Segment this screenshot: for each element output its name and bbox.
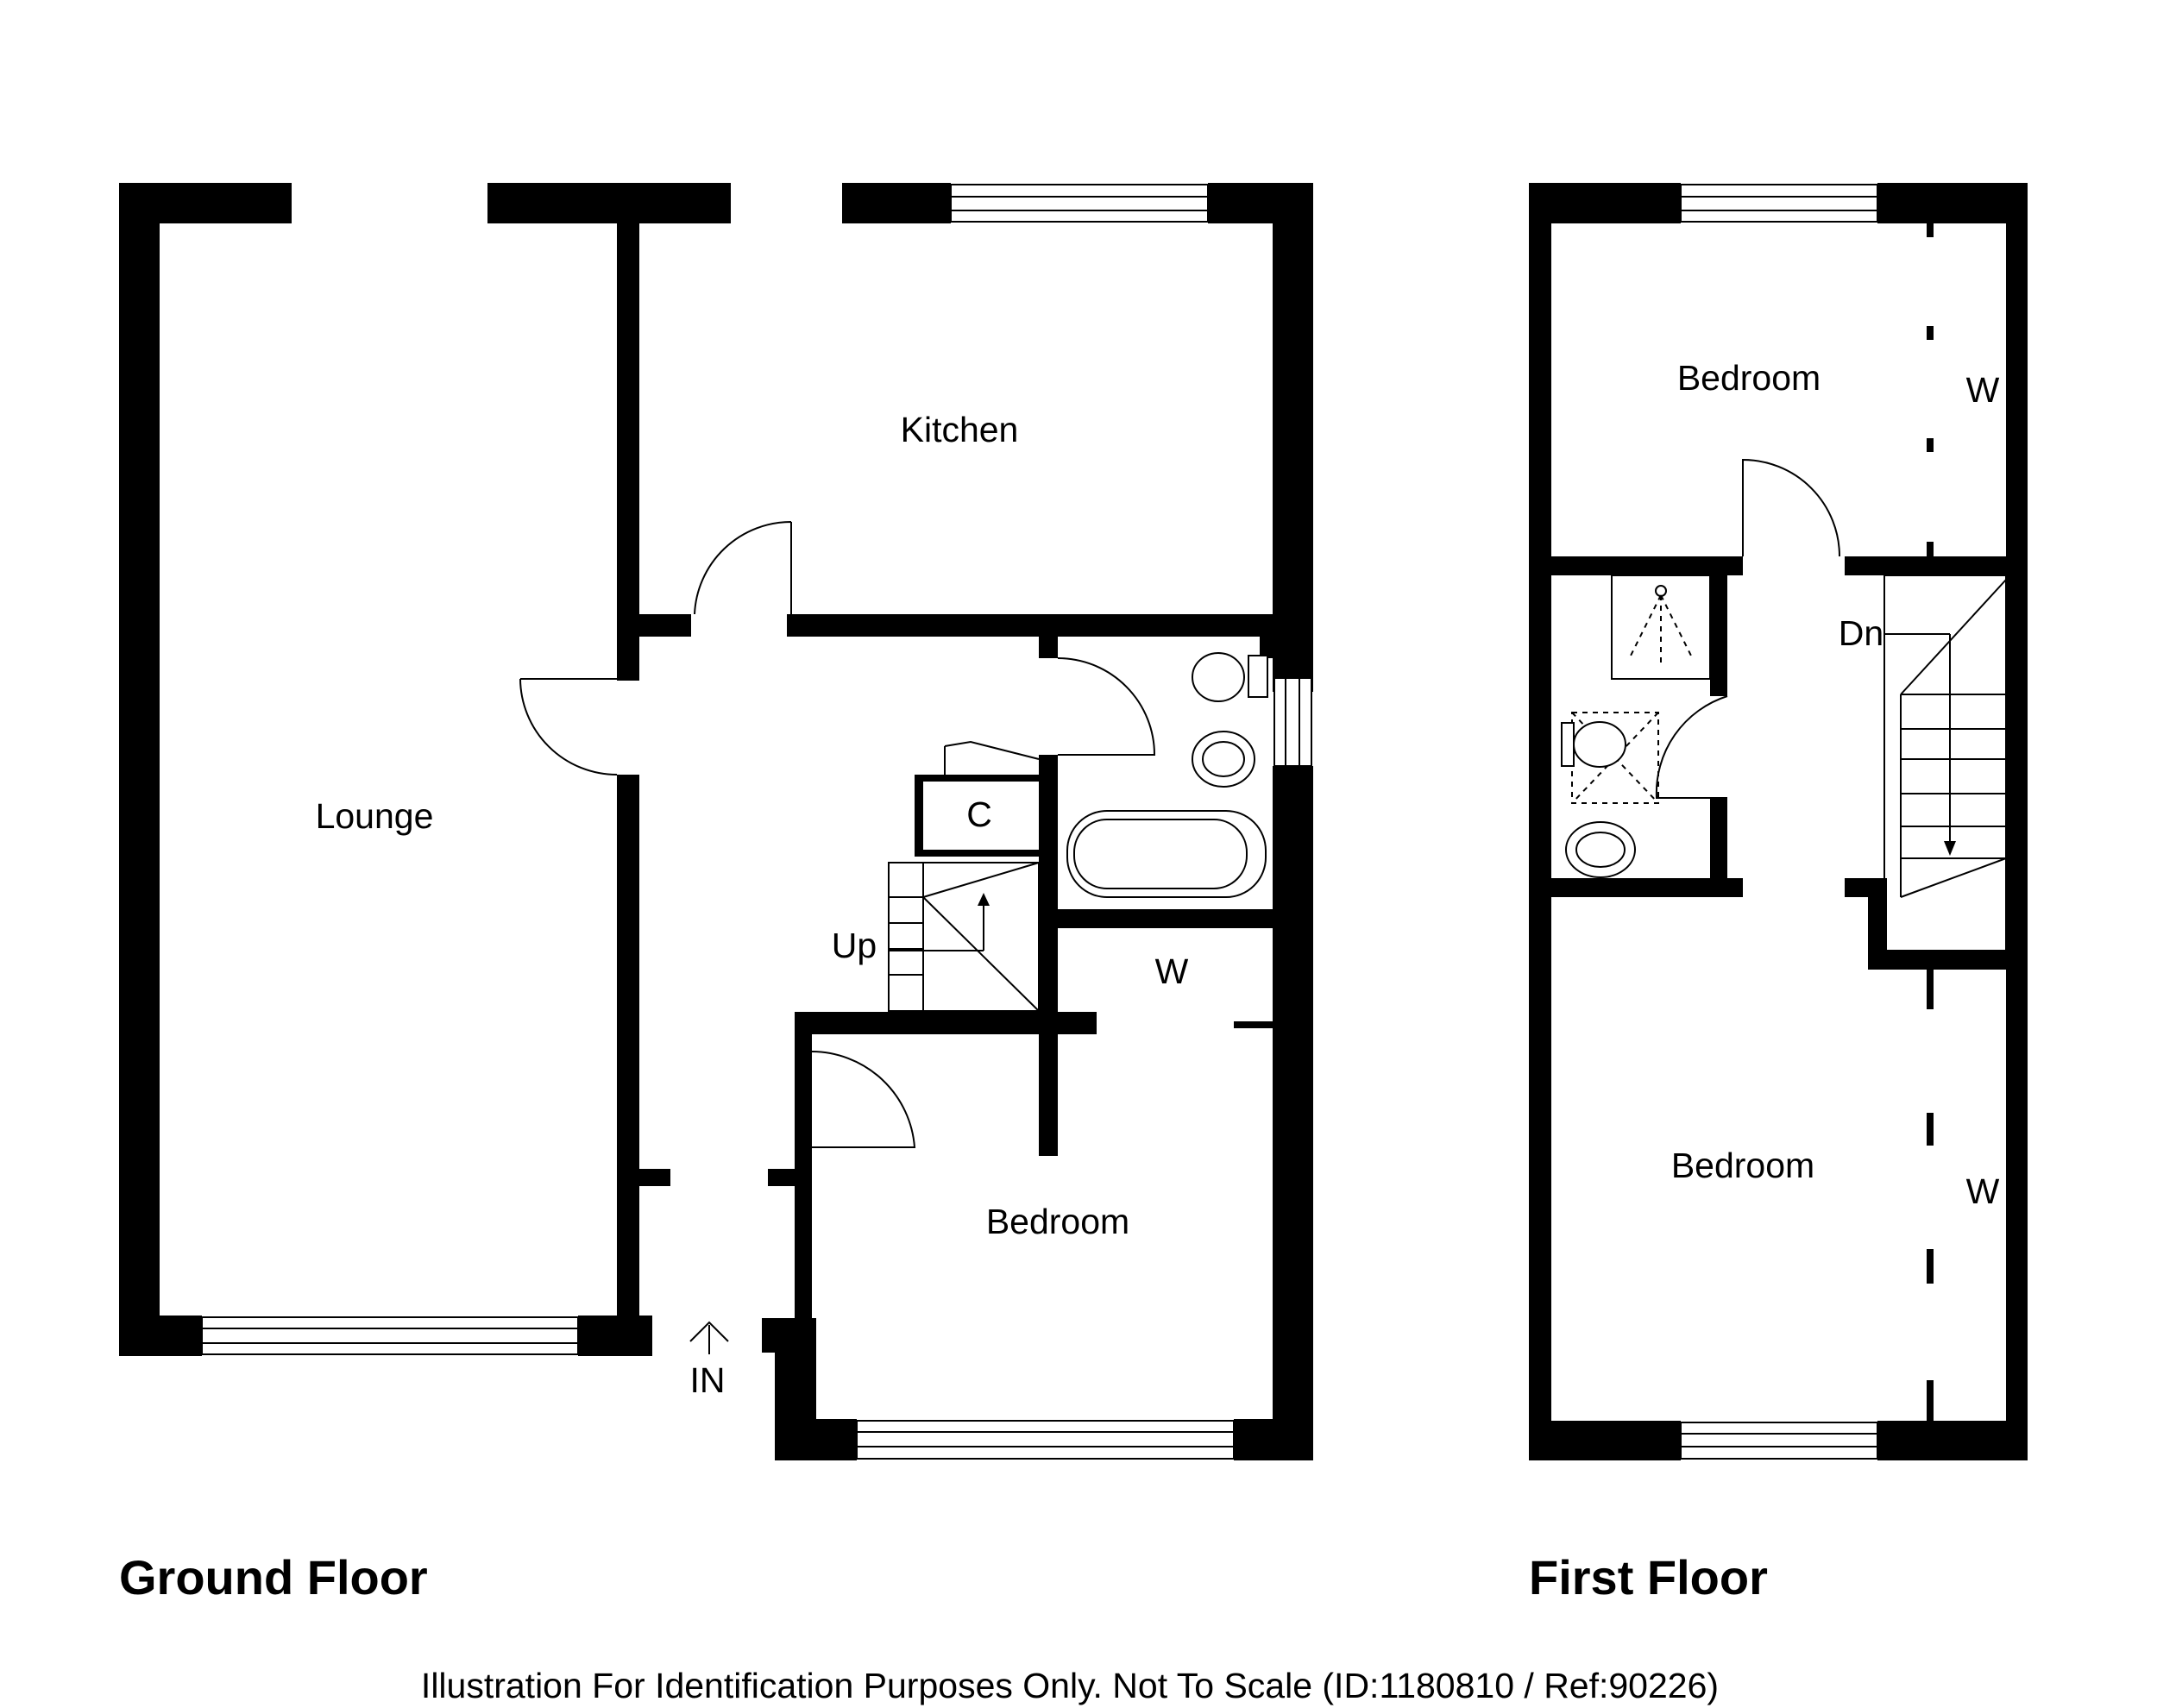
cupboard-label: C bbox=[966, 794, 992, 834]
lounge-label: Lounge bbox=[316, 796, 434, 836]
first-floor-plan bbox=[1529, 183, 2028, 1460]
ground-floor-plan bbox=[119, 183, 1313, 1460]
first-wardrobe-bottom-label: W bbox=[1966, 1171, 2000, 1211]
stairs-down-label: Dn bbox=[1839, 613, 1883, 653]
first-bedroom-top-label: Bedroom bbox=[1677, 358, 1821, 398]
entrance-label: IN bbox=[690, 1360, 726, 1400]
ground-floor-title: Ground Floor bbox=[119, 1550, 428, 1604]
ground-wardrobe-label: W bbox=[1155, 951, 1189, 991]
footer-note: Illustration For Identification Purposes… bbox=[421, 1666, 1719, 1705]
stairs-up-label: Up bbox=[832, 926, 877, 965]
first-wardrobe-top-label: W bbox=[1966, 370, 2000, 410]
kitchen-label: Kitchen bbox=[901, 410, 1019, 449]
first-floor-title: First Floor bbox=[1529, 1550, 1768, 1604]
first-bedroom-bottom-label: Bedroom bbox=[1671, 1146, 1814, 1185]
ground-bedroom-label: Bedroom bbox=[986, 1202, 1129, 1241]
